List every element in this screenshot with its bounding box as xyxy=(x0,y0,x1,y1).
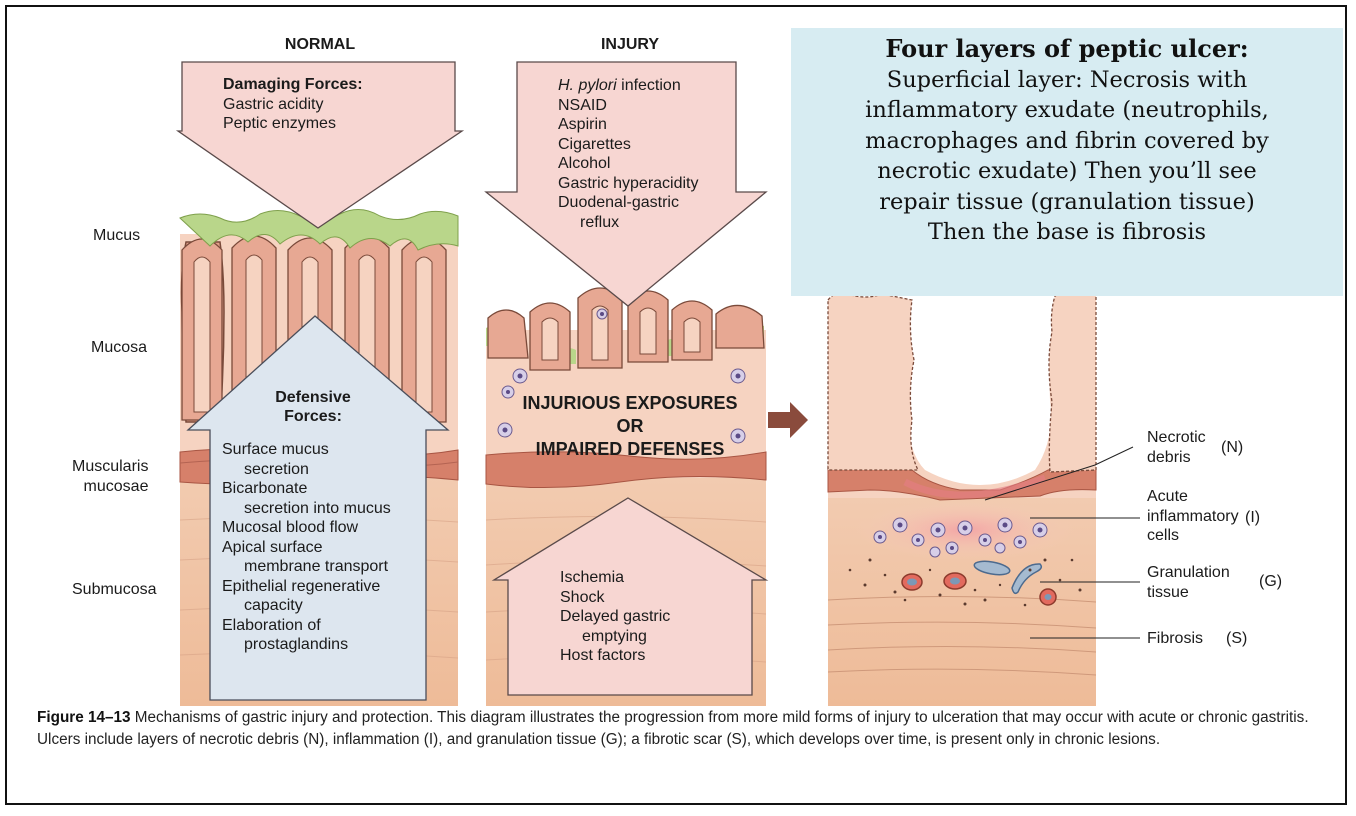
label-fibrosis: Fibrosis xyxy=(1147,629,1203,649)
damaging-forces-list: Damaging Forces: Gastric acidity Peptic … xyxy=(223,75,363,134)
callout-line: repair tissue (granulation tissue) xyxy=(791,187,1343,218)
peptic-ulcer-callout: Four layers of peptic ulcer: Superficial… xyxy=(791,28,1343,296)
injury-heading: INJURY xyxy=(550,36,710,54)
defensive-item: capacity xyxy=(222,596,391,616)
defensive-item: Mucosal blood flow xyxy=(222,518,391,538)
label-necrotic-debris: Necrotic debris xyxy=(1147,428,1206,467)
code-necrotic: (N) xyxy=(1221,438,1243,458)
impaired-defense-list: Ischemia Shock Delayed gastric emptying … xyxy=(560,568,670,666)
callout-line: necrotic exudate) Then you’ll see xyxy=(791,156,1343,187)
defensive-item: Apical surface xyxy=(222,538,391,558)
damaging-item: Peptic enzymes xyxy=(223,114,363,134)
damaging-title: Damaging Forces: xyxy=(223,75,363,95)
caption-text: Mechanisms of gastric injury and protect… xyxy=(37,709,1309,748)
callout-title: Four layers of peptic ulcer: xyxy=(791,34,1343,65)
defensive-item: secretion into mucus xyxy=(222,499,391,519)
injury-agents-list: H. pylori infection NSAID Aspirin Cigare… xyxy=(558,76,699,232)
callout-line: Then the base is fibrosis xyxy=(791,217,1343,248)
label-acute-inflammatory: Acute inflammatory cells xyxy=(1147,487,1239,546)
injury-item: Gastric hyperacidity xyxy=(558,174,699,194)
layer-label-mucus: Mucus xyxy=(93,226,140,246)
impaired-item: emptying xyxy=(560,627,670,647)
injury-item: NSAID xyxy=(558,96,699,116)
injury-item: Alcohol xyxy=(558,154,699,174)
defensive-item: secretion xyxy=(222,460,391,480)
injury-item-hpylori: H. pylori infection xyxy=(558,76,699,96)
injury-item: Duodenal-gastric xyxy=(558,193,699,213)
defensive-item: prostaglandins xyxy=(222,635,391,655)
defensive-item: Elaboration of xyxy=(222,616,391,636)
injurious-exposures-text: INJURIOUS EXPOSURES OR IMPAIRED DEFENSES xyxy=(508,392,752,461)
defensive-item: Epithelial regenerative xyxy=(222,577,391,597)
defensive-title: Defensive Forces: xyxy=(238,388,388,426)
progression-arrow xyxy=(768,402,808,438)
impaired-item: Delayed gastric xyxy=(560,607,670,627)
injury-item: Aspirin xyxy=(558,115,699,135)
figure-caption: Figure 14–13 Mechanisms of gastric injur… xyxy=(37,707,1327,751)
callout-line: macrophages and fibrin covered by xyxy=(791,126,1343,157)
impaired-item: Shock xyxy=(560,588,670,608)
figure-number: Figure 14–13 xyxy=(37,709,131,726)
injury-item: Cigarettes xyxy=(558,135,699,155)
impaired-item: Host factors xyxy=(560,646,670,666)
layer-label-muscularis: Muscularis mucosae xyxy=(72,457,148,497)
code-acute: (I) xyxy=(1245,508,1260,528)
label-granulation-tissue: Granulation tissue xyxy=(1147,563,1230,602)
damaging-item: Gastric acidity xyxy=(223,95,363,115)
injury-item: reflux xyxy=(558,213,699,233)
defensive-item: Surface mucus xyxy=(222,440,391,460)
code-granulation: (G) xyxy=(1259,572,1282,592)
defensive-item: Bicarbonate xyxy=(222,479,391,499)
callout-line: Superficial layer: Necrosis with xyxy=(791,65,1343,96)
ulcer-tissue-panel xyxy=(828,291,1096,706)
callout-line: inflammatory exudate (neutrophils, xyxy=(791,95,1343,126)
defensive-item: membrane transport xyxy=(222,557,391,577)
normal-heading: NORMAL xyxy=(240,36,400,54)
impaired-item: Ischemia xyxy=(560,568,670,588)
layer-label-submucosa: Submucosa xyxy=(72,580,157,600)
layer-label-mucosa: Mucosa xyxy=(91,338,147,358)
defensive-forces-list: Surface mucus secretion Bicarbonate secr… xyxy=(222,440,391,655)
code-fibrosis: (S) xyxy=(1226,629,1247,649)
